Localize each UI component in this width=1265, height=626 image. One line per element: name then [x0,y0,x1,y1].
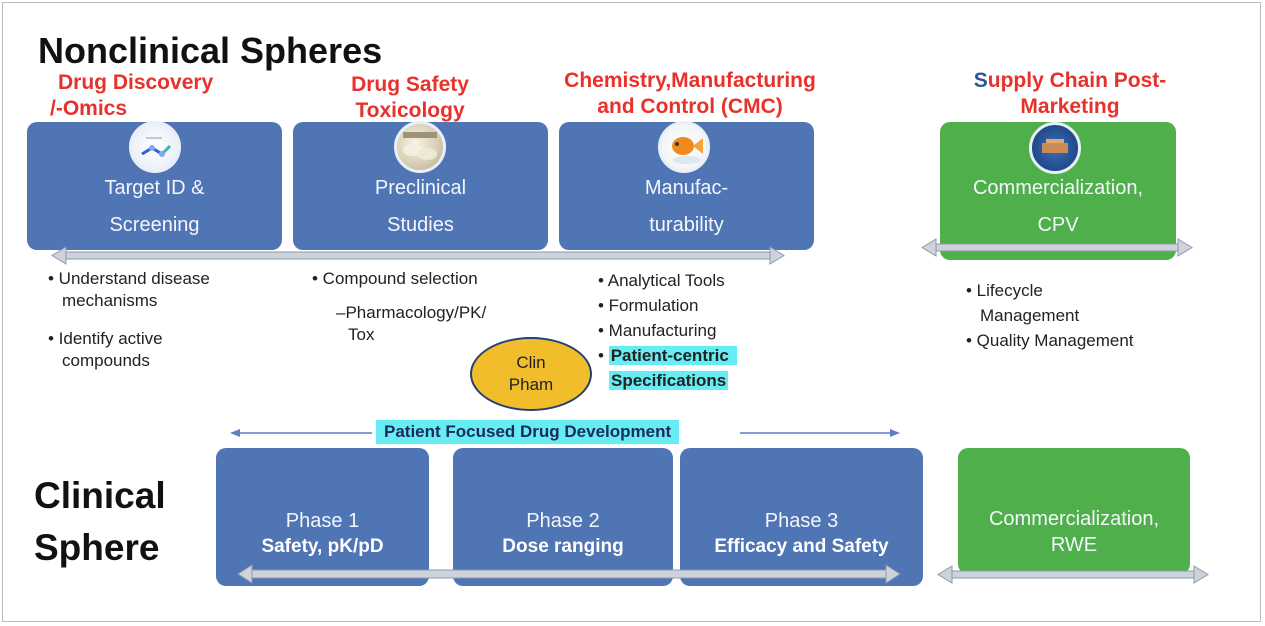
box-phase-3: Phase 3 Efficacy and Safety [680,448,923,586]
clin-pham-line2: Pham [508,375,554,394]
bullet-cmc-4: • Patient-centric [598,343,737,368]
bullet-cmc-1: • Analytical Tools [598,271,725,290]
bullet-supply-1: • Lifecycle [966,281,1043,300]
phase-3-focus: Efficacy and Safety [714,536,889,557]
bullet-safety-2: –Pharmacology/PK/ [336,303,487,322]
bullet-discovery-2b: compounds [62,351,150,370]
header-drug-safety-line2: Toxicology [355,99,465,122]
header-drug-discovery: Drug Discovery /-Omics [50,70,250,122]
clinical-title: Clinical Sphere [34,470,166,574]
bullets-cmc: • Analytical Tools • Formulation • Manuf… [598,268,737,393]
molecule-icon [129,121,181,173]
header-drug-safety-line1: Drug Safety [351,73,469,96]
bullet-supply-2: • Quality Management [966,331,1134,350]
bullet-supply-1b: Management [980,306,1080,325]
supply-first-letter: S [973,69,988,92]
supply-chain-span-arrow [921,238,1193,257]
box-phase-1: Phase 1 Safety, pK/pD [216,448,429,586]
header-supply-chain: Supply Chain Post- Marketing [935,68,1205,120]
box-phase-2: Phase 2 Dose ranging [453,448,673,586]
pfdd-label: Patient Focused Drug Development [376,420,680,444]
bullet-cmc-2: • Formulation [598,296,699,315]
header-cmc-line2: and Control (CMC) [597,95,783,118]
rwe-line1: Commercialization, [988,508,1160,530]
clinical-title-line2: Sphere [34,527,160,568]
pfdd-arrow [230,429,900,437]
bullet-discovery-1b: mechanisms [62,291,158,310]
header-drug-discovery-line1: Drug Discovery [58,71,214,94]
nonclinical-span-arrow [51,246,785,265]
box-target-line2: Screening [109,214,200,236]
rwe-span-arrow [937,565,1209,584]
box-cpv-line1: Commercialization, [972,177,1144,199]
clin-pham-oval: Clin Pham [470,337,592,411]
bullet-safety-1: • Compound selection [312,269,478,288]
bullet-discovery-1: • Understand disease [48,269,210,288]
bullet-cmc-3: • Manufacturing [598,321,717,340]
patient-centric-label: Patient-centric [608,346,737,365]
phase-1-focus: Safety, pK/pD [261,536,384,557]
phase-1-name: Phase 1 [285,510,360,532]
bullets-supply: • Lifecycle Management • Quality Managem… [966,278,1134,353]
header-cmc-line1: Chemistry,Manufacturing [564,69,816,92]
box-manufact-line1: Manufac- [644,177,729,199]
phase-2-focus: Dose ranging [502,536,624,557]
supply-rest: upply Chain Post- [987,69,1167,92]
bullet-cmc-4-dot: • [598,346,604,365]
bullets-safety: • Compound selection –Pharmacology/PK/ T… [312,268,486,346]
phase-3-name: Phase 3 [764,510,839,532]
box-manufact-line2: turability [649,214,724,236]
bullet-discovery-2: • Identify active [48,329,163,348]
goldfish-icon [658,121,710,173]
clinical-title-line1: Clinical [34,475,166,516]
rwe-line2: RWE [1050,534,1098,556]
clinical-phases-arrow [237,564,901,584]
header-supply-line2: Marketing [1020,95,1120,118]
nonclinical-title: Nonclinical Spheres [38,30,383,71]
bullets-discovery: • Understand disease mechanisms • Identi… [48,268,210,372]
box-preclinical-line1: Preclinical [374,177,467,199]
lab-rats-icon [394,121,446,173]
specifications-label: Specifications [609,371,729,390]
box-cpv-line2: CPV [1037,214,1079,236]
box-commercialization-rwe: Commercialization, RWE [958,448,1190,574]
header-drug-safety: Drug Safety Toxicology [320,72,500,124]
phase-2-name: Phase 2 [526,510,600,532]
header-drug-discovery-line2: /-Omics [50,97,128,120]
header-cmc: Chemistry,Manufacturing and Control (CMC… [540,68,840,120]
box-preclinical-line2: Studies [387,214,454,236]
clin-pham-line1: Clin [516,353,546,372]
box-target-line1: Target ID & [104,177,205,199]
bullet-safety-2b: Tox [348,325,375,344]
supply-chain-icon [1029,122,1081,174]
